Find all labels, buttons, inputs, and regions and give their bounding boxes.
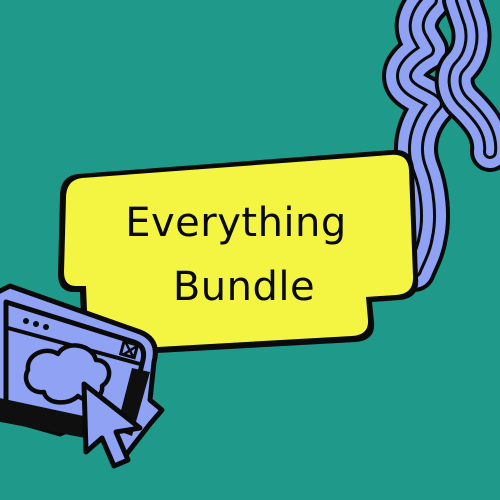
window-dot xyxy=(23,318,29,324)
title-line-1: Everything xyxy=(125,200,347,246)
mouse-cursor-icon xyxy=(81,381,143,469)
window-dot xyxy=(33,321,39,327)
close-icon xyxy=(118,339,140,360)
title-line-2: Bundle xyxy=(173,264,315,310)
window-dot xyxy=(43,324,49,330)
title-label: Everything Bundle xyxy=(58,149,419,357)
browser-window-icon xyxy=(0,283,165,469)
squiggle-path-icon xyxy=(382,0,500,292)
